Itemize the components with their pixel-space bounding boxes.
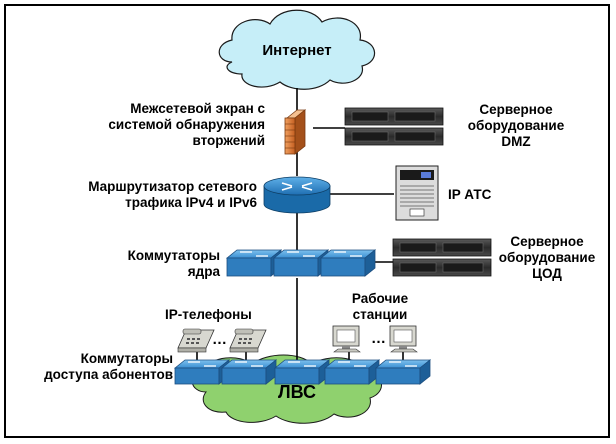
core-switches (225, 249, 377, 277)
dmz-server-rack (344, 107, 444, 146)
dc-servers-label: Серверное оборудование ЦОД (498, 234, 596, 281)
firewall-icon (284, 109, 307, 155)
workstations-label: Рабочие станции (351, 291, 409, 322)
dmz-servers-label: Серверное оборудование DMZ (467, 102, 565, 149)
internet-cloud (218, 9, 376, 90)
core-switches-label: Коммутаторы ядра (127, 248, 220, 279)
access-switch-icon (220, 359, 278, 385)
ip-phone-icon (177, 328, 215, 353)
access-switch-icon (374, 359, 432, 385)
internet-label: Интернет (262, 42, 332, 59)
workstation-icon (389, 325, 418, 353)
router-label: Маршрутизатор сетевого трафика IPv4 и IP… (88, 179, 257, 210)
core-switch-icon (272, 249, 330, 277)
access-switch-icon (273, 359, 331, 385)
firewall-label: Межсетевой экран с системой обнаружения … (108, 101, 265, 148)
dc-server-rack (392, 238, 492, 277)
workstations-ellipsis: … (371, 330, 386, 347)
access-switch-icon (323, 359, 381, 385)
ip-pbx-icon (395, 165, 439, 221)
router-icon (263, 176, 331, 214)
workstation-icon (332, 325, 361, 353)
lan-label: ЛВС (278, 382, 316, 402)
ip-phones-label: IP-телефоны (165, 307, 252, 322)
access-switch-icon (173, 359, 231, 385)
ip-phones-ellipsis: … (212, 331, 227, 348)
diagram-frame (4, 4, 610, 438)
access-switches (173, 359, 432, 385)
ip-pbx-label: IP АТС (448, 187, 492, 202)
core-switch-icon (225, 249, 283, 277)
ip-phone-icon (229, 328, 267, 353)
access-switches-label: Коммутаторы доступа абонентов (44, 351, 173, 382)
core-switch-icon (319, 249, 377, 277)
